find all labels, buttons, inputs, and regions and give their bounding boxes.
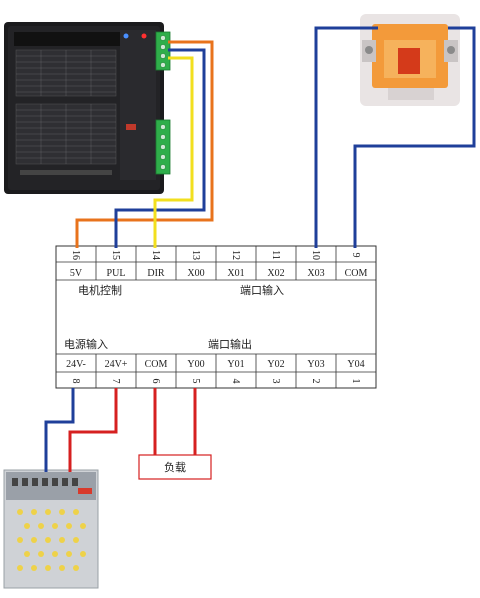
wire-x03-blue (314, 26, 378, 248)
load-box: 负载 (138, 454, 212, 480)
port-input-label: 端口输入 (240, 283, 284, 297)
wire-24v-minus-blue (44, 388, 75, 472)
load-label: 负载 (164, 460, 186, 474)
terminal-label: X03 (307, 268, 324, 279)
terminal-label: Y00 (187, 359, 204, 370)
terminal-label: Y01 (227, 359, 244, 370)
bottom-terminal-row: 8 24V- 7 24V+ 6 COM 5 Y00 4 Y01 3 Y02 2 Y03 1 Y04 (66, 359, 364, 384)
wire-24v-plus-red (68, 388, 118, 472)
terminal-number: 9 (350, 253, 361, 258)
wire-com-blue (353, 26, 476, 248)
power-supply-unit (3, 469, 99, 589)
terminal-number: 1 (350, 379, 361, 384)
terminal-number: 12 (230, 250, 241, 260)
terminal-label: COM (345, 268, 368, 279)
terminal-label: DIR (147, 268, 165, 279)
terminal-label: X02 (267, 268, 284, 279)
terminal-number: 15 (110, 250, 121, 260)
port-output-label: 端口输出 (208, 337, 252, 351)
push-button-switch (360, 14, 460, 106)
terminal-number: 8 (70, 379, 81, 384)
terminal-number: 2 (310, 379, 321, 384)
terminal-label: Y03 (307, 359, 324, 370)
terminal-number: 14 (150, 250, 161, 260)
wire-dir-yellow (153, 56, 194, 248)
terminal-number: 5 (190, 379, 201, 384)
stepper-driver (4, 22, 171, 194)
terminal-label: COM (145, 359, 168, 370)
terminal-label: Y04 (347, 359, 364, 370)
motor-control-label: 电机控制 (78, 283, 122, 297)
terminal-number: 16 (70, 250, 81, 260)
bottom-terminal-dividers (95, 354, 337, 388)
terminal-label: Y02 (267, 359, 284, 370)
terminal-number: 11 (270, 250, 281, 260)
terminal-label: 24V+ (105, 359, 128, 370)
power-input-label: 电源输入 (64, 337, 108, 351)
terminal-number: 3 (270, 379, 281, 384)
wire-5v-orange (75, 40, 214, 248)
terminal-label: PUL (107, 268, 126, 279)
top-terminal-dividers (95, 246, 337, 280)
terminal-number: 6 (150, 379, 161, 384)
terminal-label: X01 (227, 268, 244, 279)
terminal-label: 24V- (66, 359, 86, 370)
terminal-label: 5V (70, 268, 83, 279)
wire-pul-blue (114, 48, 206, 248)
terminal-number: 4 (230, 379, 241, 384)
terminal-number: 7 (110, 379, 121, 384)
terminal-number: 10 (310, 250, 321, 260)
terminal-label: X00 (187, 268, 204, 279)
terminal-number: 13 (190, 250, 201, 260)
